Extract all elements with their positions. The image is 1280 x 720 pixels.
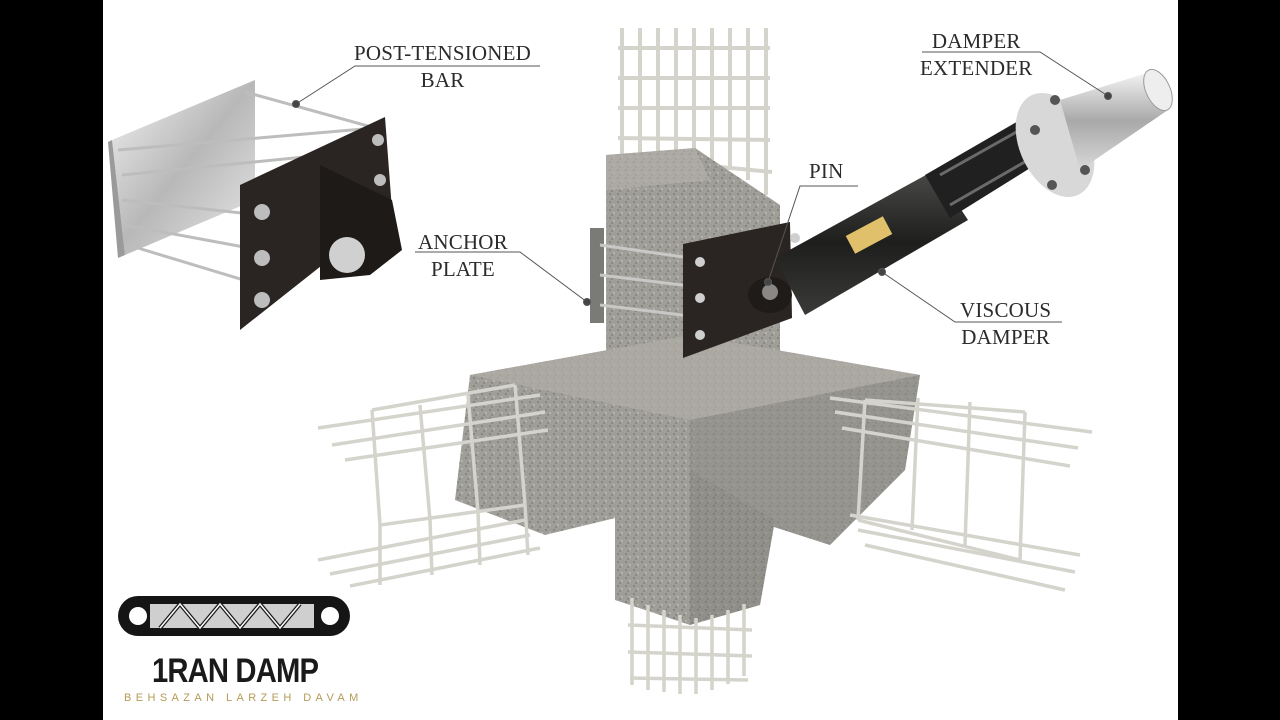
label-anchor-plate-line1: ANCHOR bbox=[418, 230, 508, 254]
label-anchor-plate: ANCHOR PLATE bbox=[418, 229, 508, 283]
post-tensioned-bar-assembly bbox=[108, 80, 402, 330]
brand-tagline: BEHSAZAN LARZEH DAVAM bbox=[124, 692, 363, 704]
viscous-damper bbox=[775, 120, 1035, 315]
brand-name: 1RAN DAMP bbox=[152, 652, 319, 690]
label-pin-line1: PIN bbox=[809, 159, 844, 183]
label-damper-extender-line1: DAMPER bbox=[931, 29, 1021, 53]
label-damper-extender: DAMPER EXTENDER bbox=[920, 28, 1032, 82]
column-bottom-rebar bbox=[627, 598, 753, 694]
label-post-tensioned-bar-line2: BAR bbox=[420, 68, 465, 92]
damper-extender bbox=[1015, 68, 1173, 197]
leader-lines bbox=[292, 51, 1112, 323]
label-viscous-damper: VISCOUS DAMPER bbox=[960, 297, 1051, 351]
anchor-plate bbox=[590, 222, 800, 358]
concrete-column-lower bbox=[615, 470, 775, 625]
left-beam-rebar bbox=[317, 383, 549, 588]
right-beam-rebar bbox=[829, 396, 1093, 592]
label-post-tensioned-bar-line1: POST-TENSIONED bbox=[354, 41, 532, 65]
label-pin: PIN bbox=[809, 158, 843, 185]
column-top-rebar bbox=[617, 28, 773, 195]
label-viscous-damper-line2: DAMPER bbox=[961, 325, 1050, 349]
label-anchor-plate-line2: PLATE bbox=[430, 257, 495, 281]
label-damper-extender-line2: EXTENDER bbox=[920, 56, 1033, 80]
iran-damp-logo-icon bbox=[118, 596, 350, 636]
label-post-tensioned-bar: POST-TENSIONED BAR bbox=[354, 40, 531, 94]
label-viscous-damper-line1: VISCOUS bbox=[960, 298, 1052, 322]
concrete-beams bbox=[455, 335, 920, 545]
